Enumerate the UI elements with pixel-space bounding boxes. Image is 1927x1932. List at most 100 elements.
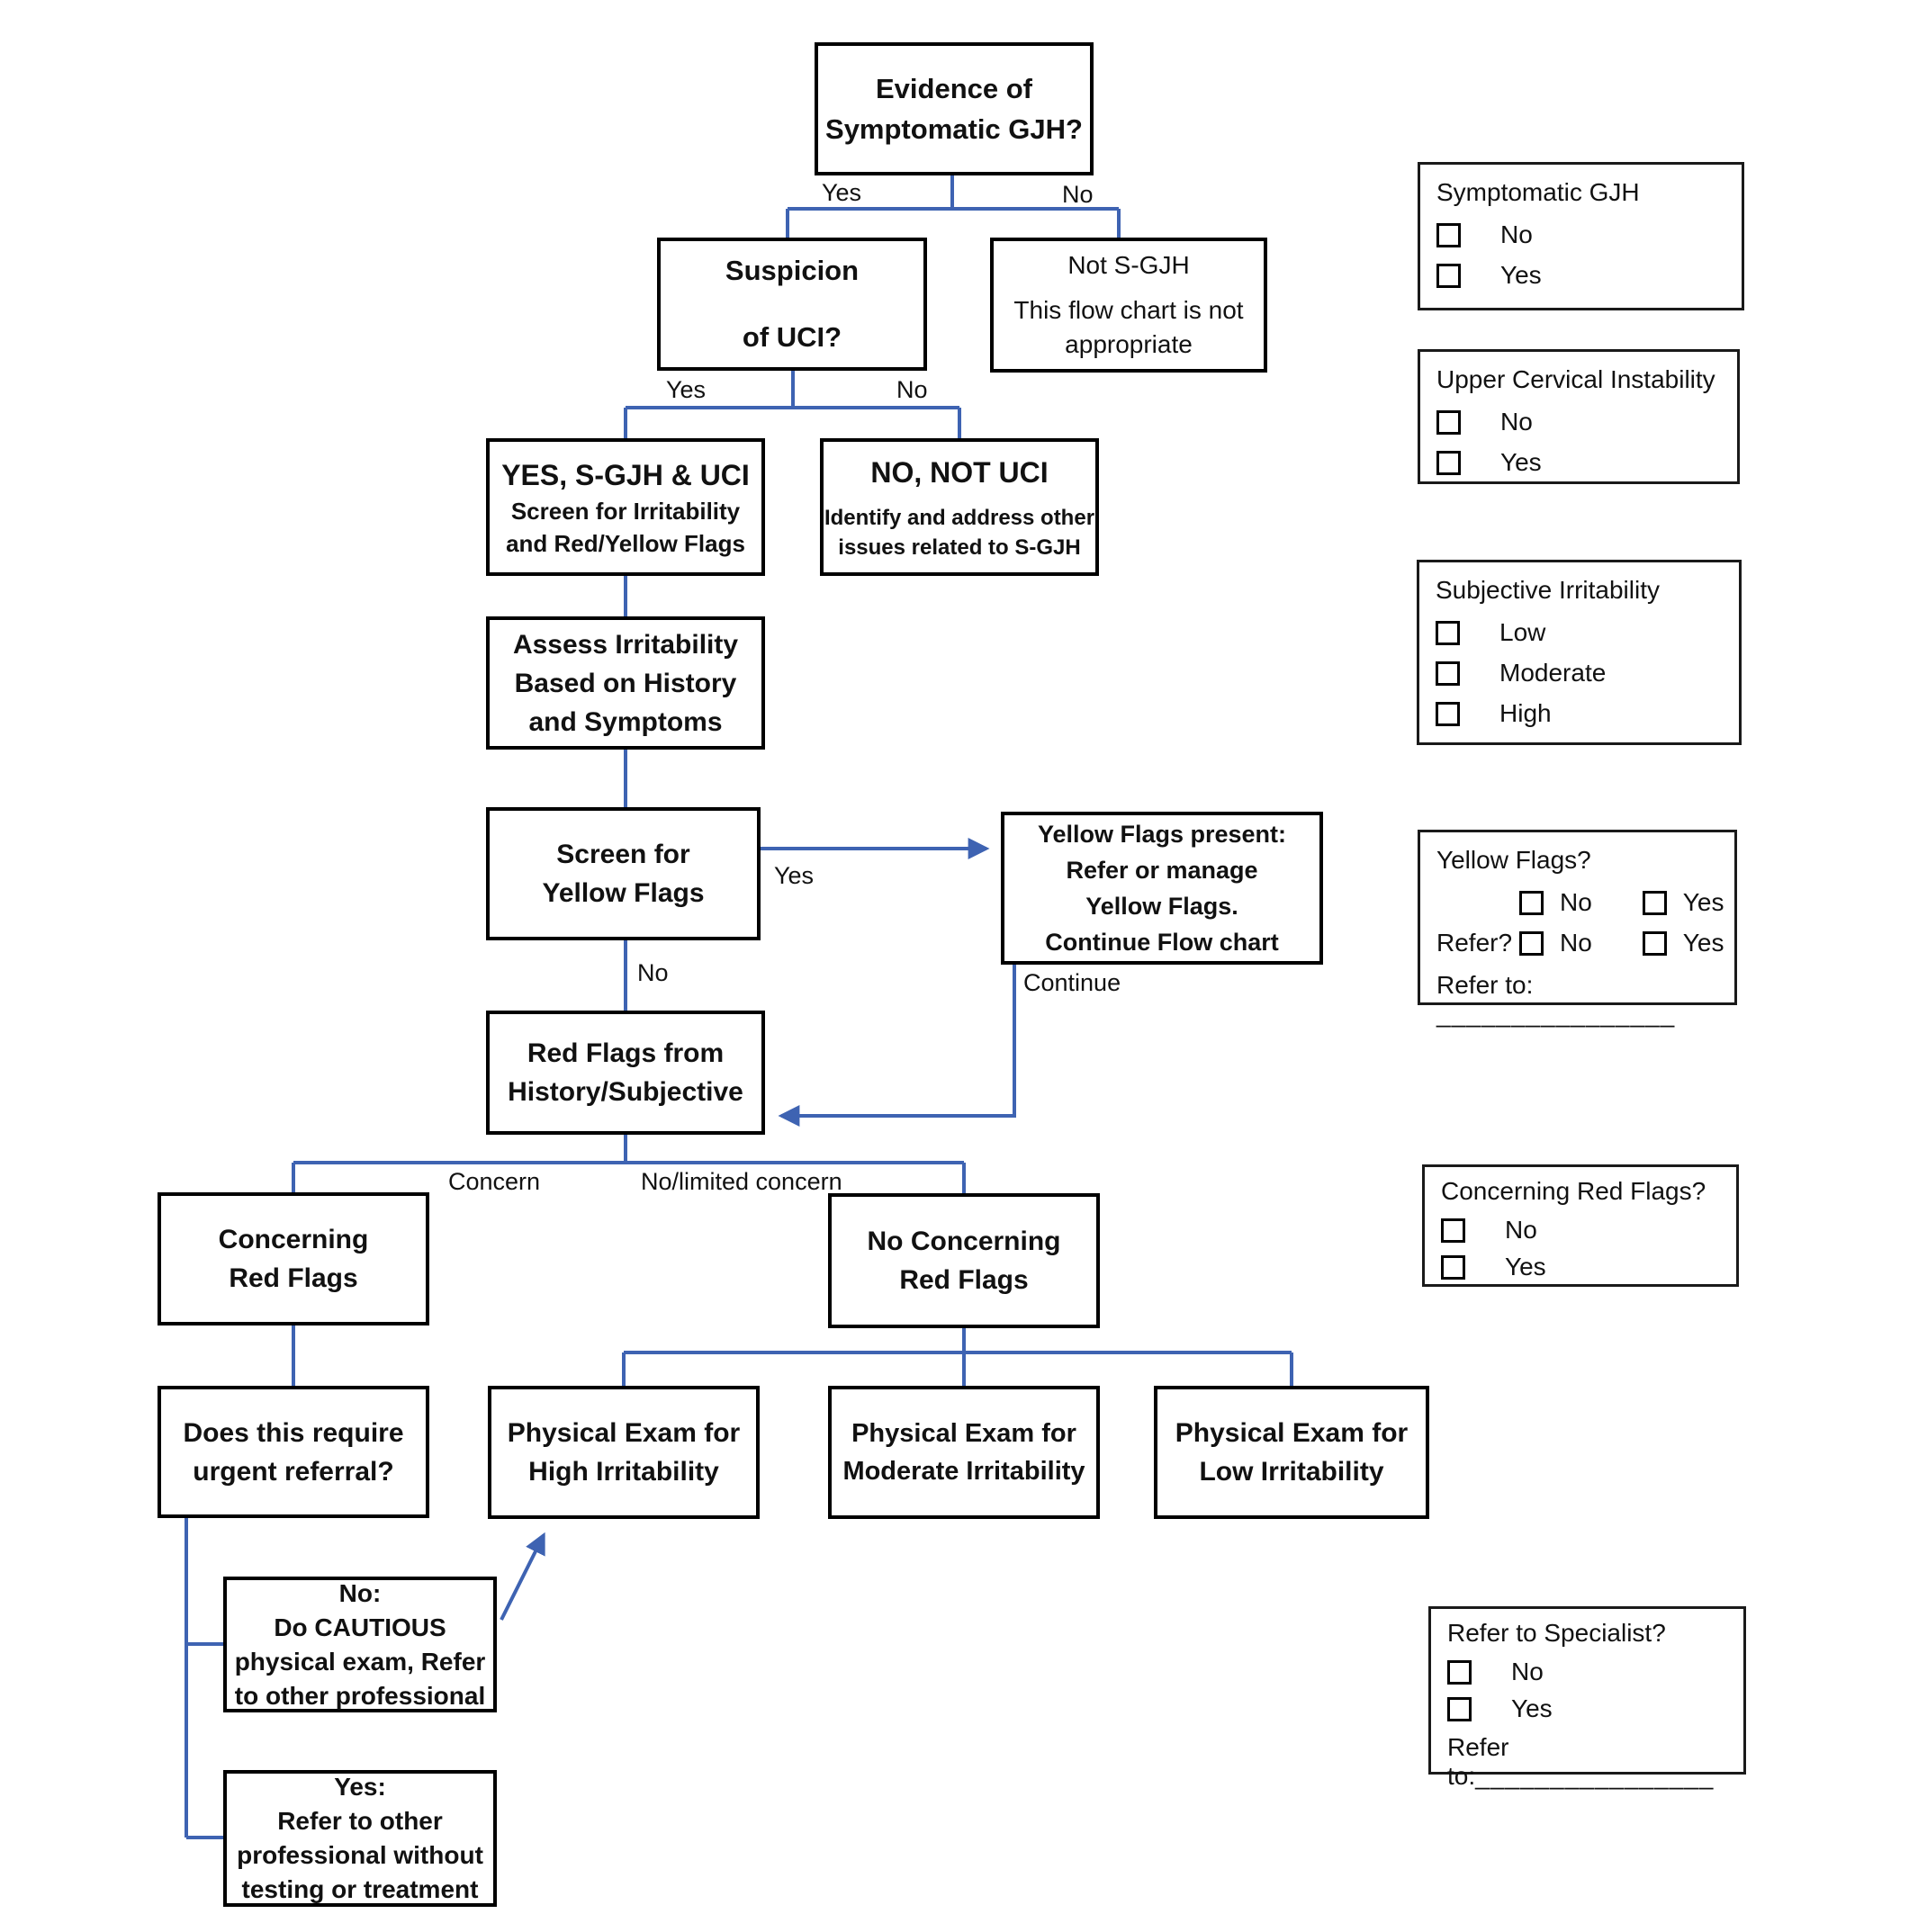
refer-question-label: Refer? — [1436, 929, 1513, 957]
checkbox-specialist-no[interactable] — [1447, 1659, 1472, 1685]
checklist-row: No — [1441, 1217, 1720, 1244]
node-concerning-red-flags: Concerning Red Flags — [158, 1192, 429, 1325]
checklist-row: High — [1436, 700, 1723, 727]
node-physical-exam-low: Physical Exam for Low Irritability — [1154, 1386, 1429, 1519]
checkbox-yellow-flags-yes[interactable] — [1642, 890, 1667, 915]
text-line: Based on History — [514, 668, 737, 698]
checklist-yellow-flags: Yellow Flags? No Yes Refer? No Yes Refer… — [1418, 830, 1737, 1028]
checklist-row: Moderate — [1436, 660, 1723, 687]
checklist-row: Refer? No Yes — [1436, 929, 1724, 957]
text-line: urgent referral? — [193, 1456, 394, 1487]
text-line: Concerning — [218, 1225, 369, 1254]
edge-label-screen-yes: Yes — [774, 862, 815, 889]
checkbox-symptomatic-no[interactable] — [1436, 222, 1461, 247]
checklist-title: Concerning Red Flags? — [1441, 1177, 1706, 1205]
checkbox-irritability-moderate[interactable] — [1436, 660, 1460, 686]
edge-label-concern: Concern — [448, 1168, 541, 1195]
checkbox-label: Moderate — [1499, 659, 1607, 687]
text-line: Assess Irritability — [512, 629, 739, 660]
checklist-refer-to-specialist: Refer to Specialist? No Yes Refer to:___… — [1428, 1606, 1746, 1790]
checkbox-symptomatic-yes[interactable] — [1436, 263, 1461, 288]
text-line: Suspicion — [725, 255, 860, 286]
checklist-title: Yellow Flags? — [1436, 846, 1591, 874]
text-line: Yellow Flags present: — [1037, 821, 1287, 848]
text-line: This flow chart is not — [1013, 296, 1244, 324]
text-line: Physical Exam for — [507, 1418, 741, 1448]
text-line: Refer or manage — [1066, 857, 1258, 884]
text-line: Moderate Irritability — [842, 1457, 1085, 1486]
text-line: No Concerning — [867, 1227, 1061, 1256]
text-line: Identify and address other — [824, 505, 1095, 530]
checkbox-irritability-low[interactable] — [1436, 620, 1460, 645]
text-line: History/Subjective — [508, 1077, 743, 1107]
edge-label-suspicion-no: No — [896, 376, 928, 403]
connector-cautious-to-high-arrow — [500, 1532, 545, 1621]
checkbox-uci-no[interactable] — [1436, 409, 1461, 435]
text-line: Red Flags — [229, 1263, 358, 1293]
checkbox-label: Yes — [1500, 261, 1542, 289]
text-line: Evidence of — [876, 73, 1032, 104]
checklist-symptomatic-gjh: Symptomatic GJH No Yes — [1418, 162, 1744, 310]
text-line: Low Irritability — [1199, 1457, 1384, 1487]
node-suspicion-of-uci: Suspicion of UCI? — [657, 238, 927, 371]
node-not-sgjh: Not S-GJH This flow chart is not appropr… — [990, 238, 1267, 373]
checkbox-label: Yes — [1500, 448, 1542, 476]
checkbox-irritability-high[interactable] — [1436, 701, 1460, 726]
checkbox-label: Yes — [1505, 1253, 1546, 1281]
checklist-row: Yes — [1447, 1695, 1727, 1722]
checklist-title: Symptomatic GJH — [1436, 178, 1640, 206]
text-line: Symptomatic GJH? — [825, 113, 1083, 145]
checkbox-label: No — [1505, 1216, 1537, 1244]
text-line: Yes: — [334, 1773, 386, 1801]
text-line: issues related to S-GJH — [838, 535, 1081, 560]
checkbox-label: No — [1560, 888, 1592, 916]
node-yes-sgjh-and-uci: YES, S-GJH & UCI Screen for Irritability… — [486, 438, 765, 576]
node-no-do-cautious-exam: No: Do CAUTIOUS physical exam, Refer to … — [223, 1577, 497, 1712]
checklist-row: Yes — [1436, 262, 1725, 289]
refer-to-blank[interactable]: ________________ — [1436, 1000, 1676, 1028]
checkbox-label: No — [1511, 1658, 1544, 1685]
checklist-row: No Yes — [1436, 888, 1724, 916]
checklist-upper-cervical-instability: Upper Cervical Instability No Yes — [1418, 349, 1740, 484]
refer-to-field: Refer to:________________ — [1447, 1733, 1727, 1791]
checkbox-yellow-refer-no[interactable] — [1519, 930, 1544, 956]
checkbox-label: High — [1499, 699, 1552, 727]
text-line: physical exam, Refer — [234, 1647, 486, 1676]
text-line: and Symptoms — [528, 706, 723, 737]
checklist-concerning-red-flags: Concerning Red Flags? No Yes — [1422, 1164, 1739, 1287]
text-line: Continue Flow chart — [1045, 929, 1279, 956]
checkbox-label: No — [1560, 929, 1592, 957]
connector-continue-arrow — [778, 963, 1016, 1127]
checkbox-specialist-yes[interactable] — [1447, 1696, 1472, 1721]
checkbox-label: Yes — [1682, 888, 1724, 916]
node-screen-for-yellow-flags: Screen for Yellow Flags — [486, 807, 761, 940]
checkbox-concerning-no[interactable] — [1441, 1218, 1465, 1243]
node-no-concerning-red-flags: No Concerning Red Flags — [828, 1193, 1100, 1328]
text-line: Red Flags — [899, 1265, 1029, 1295]
text-line: Screen for — [556, 840, 690, 869]
edge-label-screen-no: No — [637, 959, 669, 986]
checkbox-concerning-yes[interactable] — [1441, 1254, 1465, 1280]
checklist-title: Refer to Specialist? — [1447, 1619, 1666, 1647]
checkbox-label: Yes — [1511, 1694, 1553, 1722]
checklist-row: No — [1436, 221, 1725, 248]
checklist-row: Low — [1436, 619, 1723, 646]
checkbox-yellow-flags-no[interactable] — [1519, 890, 1544, 915]
node-evidence-of-symptomatic-gjh: Evidence of Symptomatic GJH? — [815, 42, 1094, 175]
checklist-title: Upper Cervical Instability — [1436, 365, 1715, 393]
refer-to-blank[interactable]: ________________ — [1475, 1762, 1715, 1790]
text-line: NO, NOT UCI — [870, 455, 1049, 489]
edge-label-no-limited-concern: No/limited concern — [641, 1168, 842, 1195]
connector-noconcerning-split — [622, 1326, 1293, 1386]
refer-to-label: Refer to: — [1436, 971, 1534, 999]
checkbox-uci-yes[interactable] — [1436, 450, 1461, 475]
text-line: Does this require — [183, 1417, 404, 1448]
text-line: Red Flags from — [527, 1038, 725, 1068]
text-line: testing or treatment — [241, 1875, 479, 1903]
text-line: Yellow Flags — [542, 878, 705, 908]
checkbox-yellow-refer-yes[interactable] — [1642, 930, 1667, 956]
text-line: Yellow Flags. — [1085, 893, 1238, 920]
checkbox-label: Low — [1499, 618, 1546, 646]
text-line: and Red/Yellow Flags — [506, 529, 745, 557]
